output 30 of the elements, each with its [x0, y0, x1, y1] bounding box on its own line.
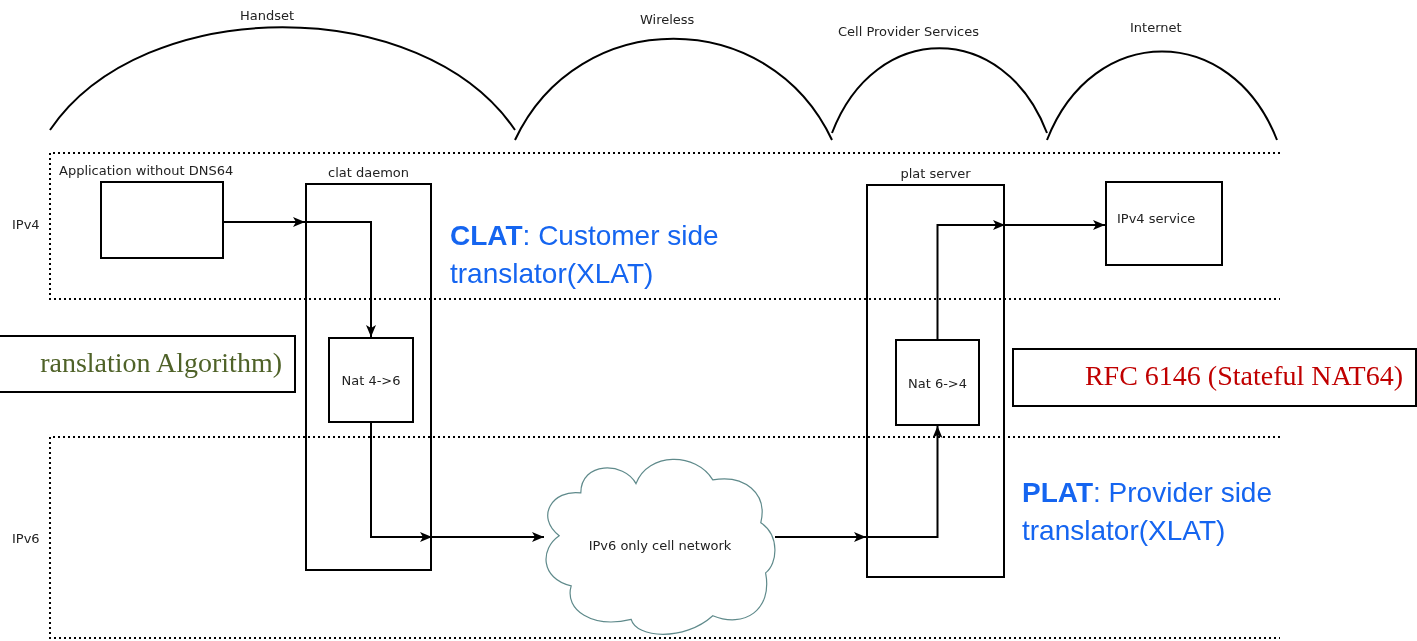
- arrow: [431, 532, 545, 542]
- band-label: IPv6: [12, 531, 40, 546]
- nested-process-box: [895, 339, 980, 426]
- node-label: IPv6 only cell network: [588, 537, 732, 553]
- region-label: Internet: [1130, 20, 1182, 35]
- node-label: RFC 6146 (Stateful NAT64): [1084, 360, 1403, 392]
- box-heading: plat server: [900, 166, 971, 181]
- region-label: Handset: [240, 8, 295, 23]
- process-box: [0, 335, 296, 393]
- process-box: [1105, 181, 1223, 266]
- arrow: [865, 425, 943, 538]
- process-box: [1012, 348, 1417, 407]
- arrow: [774, 532, 867, 542]
- node-label: IPv4 service: [1117, 211, 1196, 226]
- box-heading: clat daemon: [328, 165, 409, 180]
- box-heading: Application without DNS64: [59, 163, 234, 178]
- arrow: [223, 217, 306, 227]
- region-label: Cell Provider Services: [838, 24, 979, 39]
- annotation-text: PLAT: Provider side translator(XLAT): [1022, 476, 1273, 548]
- band-label: IPv4: [12, 217, 40, 232]
- annotation-text: CLAT: Customer side translator(XLAT): [450, 219, 720, 291]
- arrow: [370, 422, 433, 542]
- arrow: [304, 221, 376, 338]
- arrow: [936, 220, 1006, 340]
- arrow: [1004, 220, 1106, 230]
- node-label: Nat 6->4: [908, 375, 967, 390]
- nested-process-box: [328, 337, 414, 423]
- node-label: ranslation Algorithm): [40, 347, 282, 379]
- node-label: Nat 4->6: [341, 372, 401, 388]
- region-label: Wireless: [640, 12, 695, 27]
